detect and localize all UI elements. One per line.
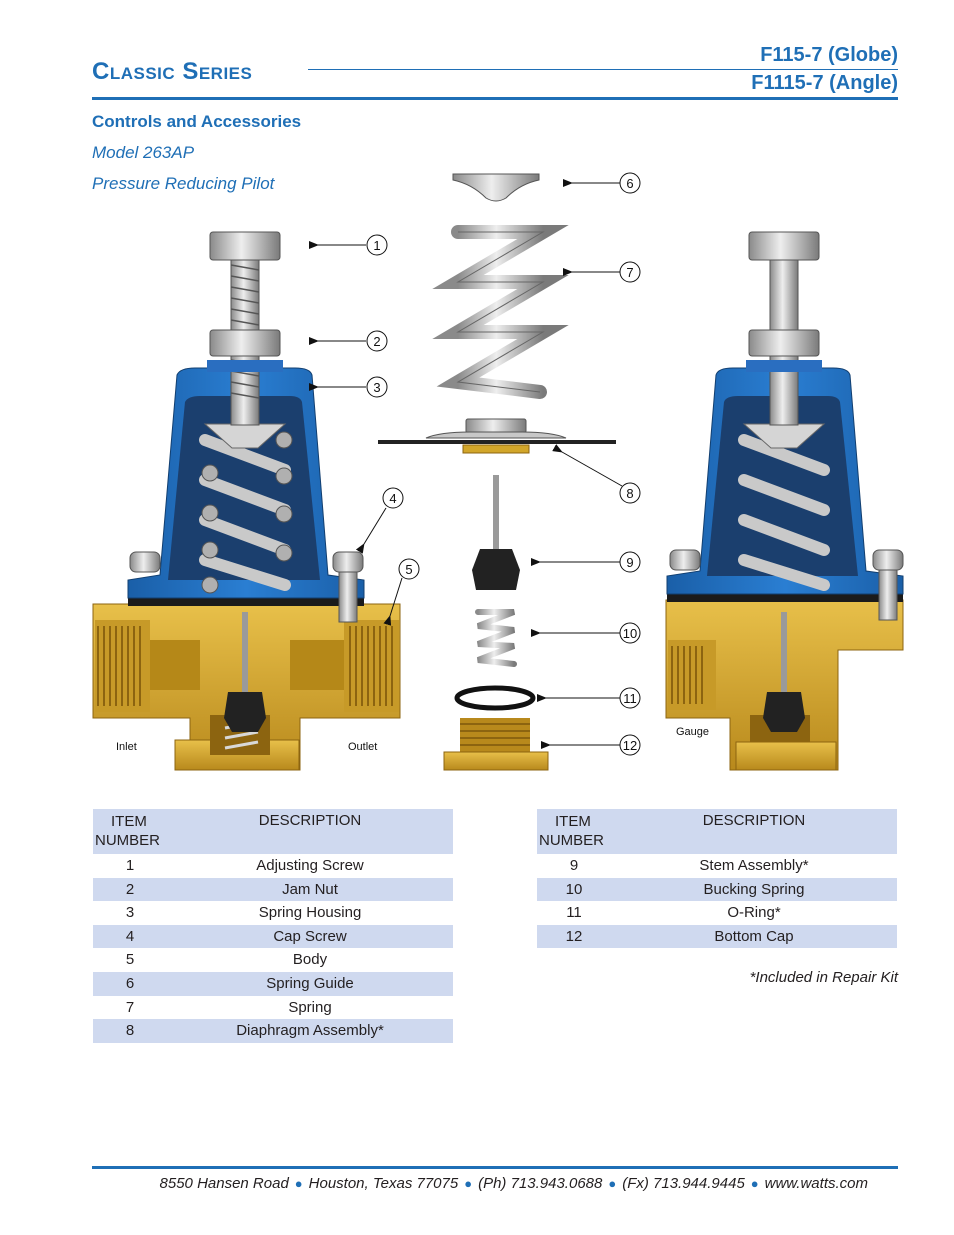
item-number-cell: 8	[93, 1019, 167, 1043]
callout-3: 3	[373, 380, 380, 395]
table-row: 11 O-Ring*	[537, 901, 897, 925]
callout-circle	[366, 376, 388, 398]
repair-kit-note: *Included in Repair Kit	[749, 969, 898, 986]
description-cell: Spring Housing	[258, 904, 362, 922]
callout-8: 8	[626, 486, 633, 501]
description-cell: Adjusting Screw	[256, 857, 364, 874]
description-cell: Cap Screw	[167, 924, 453, 949]
description-cell: Jam Nut	[167, 877, 453, 902]
callout-2: 2	[373, 334, 380, 349]
callout-circle	[382, 487, 404, 509]
bullet-icon: ●	[608, 1176, 617, 1191]
callout-10: 10	[623, 626, 637, 641]
item-number-cell: 10	[537, 877, 611, 902]
inlet-label: Inlet	[116, 741, 137, 753]
callout-9: 9	[626, 555, 633, 570]
callout-leaders	[309, 179, 623, 749]
globe-pilot-illustration	[92, 231, 401, 771]
callout-circle	[619, 172, 641, 194]
callout-circle	[619, 551, 641, 573]
parts-table-left: ITEM NUMBER DESCRIPTION 1 Adjusting Screw…	[93, 809, 453, 1043]
callout-circle	[619, 734, 641, 756]
table-row: 9 Stem Assembly*	[537, 854, 897, 878]
footer-address: 8550 Hansen Road	[159, 1175, 289, 1192]
exploded-parts-diagram: 1 2 3 4 5 6 7 8 9 10 11 12 Inlet Outlet …	[92, 172, 904, 771]
item-number-cell: 7	[125, 998, 135, 1016]
item-number-cell: 6	[93, 971, 167, 996]
callout-4: 4	[389, 491, 396, 506]
description-cell: Spring Guide	[167, 971, 453, 996]
table-row: 5 Body	[93, 948, 453, 972]
table-row: 1 Adjusting Screw	[93, 854, 453, 878]
header-number-line: NUMBER	[95, 832, 161, 849]
angle-pilot-illustration	[665, 231, 904, 771]
table-row: 3 Spring Housing	[93, 901, 453, 925]
gauge-label: Gauge	[676, 726, 709, 738]
bullet-icon: ●	[464, 1176, 473, 1191]
header-rule	[308, 69, 898, 70]
model-number: Model 263AP	[92, 143, 195, 162]
column-header-description: DESCRIPTION	[611, 809, 897, 854]
header-item-line: ITEM	[111, 813, 147, 830]
header-number-line: NUMBER	[539, 832, 605, 849]
footer-contact: 8550 Hansen Road ● Houston, Texas 77075 ● (P…	[160, 1175, 868, 1192]
model-angle-title: F1115-7 (Angle)	[751, 72, 898, 94]
column-header-item-number: ITEM NUMBER	[93, 809, 167, 854]
bullet-icon: ●	[750, 1176, 759, 1191]
item-number-cell: 1	[125, 857, 135, 874]
description-cell: O-Ring*	[727, 904, 781, 922]
callout-circle	[366, 330, 388, 352]
description-cell: Body	[292, 951, 328, 969]
item-number-cell: 11	[566, 904, 582, 922]
description-cell: Diaphragm Assembly*	[167, 1019, 453, 1043]
outlet-label: Outlet	[348, 741, 377, 753]
header-divider	[92, 97, 898, 100]
footer-city: Houston, Texas 77075	[308, 1175, 459, 1192]
item-number-cell: 3	[125, 904, 135, 922]
exploded-parts	[378, 173, 616, 771]
series-title: Classic Series	[92, 58, 253, 85]
callout-7: 7	[626, 265, 633, 280]
column-header-description: DESCRIPTION	[167, 809, 453, 854]
description-cell: Bottom Cap	[611, 924, 897, 949]
section-heading: Controls and Accessories	[92, 112, 302, 131]
callout-circle	[619, 261, 641, 283]
bullet-icon: ●	[294, 1176, 303, 1191]
model-globe-title: F115-7 (Globe)	[760, 44, 898, 66]
header-item-line: ITEM	[555, 813, 591, 830]
footer-fax: (Fx) 713.944.9445	[622, 1175, 745, 1192]
callout-circle	[398, 558, 420, 580]
callout-circle	[619, 687, 641, 709]
model-description: Pressure Reducing Pilot	[92, 174, 275, 193]
callout-12: 12	[623, 738, 637, 753]
callout-1: 1	[373, 238, 380, 253]
description-cell: Bucking Spring	[611, 877, 897, 902]
description-cell: Spring	[288, 998, 332, 1016]
table-row: 7 Spring	[93, 996, 453, 1020]
callout-circle	[366, 234, 388, 256]
callout-circle	[619, 622, 641, 644]
footer-phone: (Ph) 713.943.0688	[478, 1175, 603, 1192]
item-number-cell: 5	[125, 951, 135, 969]
callout-circle	[619, 482, 641, 504]
callout-5: 5	[405, 562, 412, 577]
callout-6: 6	[626, 176, 633, 191]
item-number-cell: 4	[93, 924, 167, 949]
item-number-cell: 9	[569, 857, 579, 874]
item-number-cell: 2	[93, 877, 167, 902]
parts-table-right: ITEM NUMBER DESCRIPTION 9 Stem Assembly* 1…	[537, 809, 897, 949]
item-number-cell: 12	[537, 924, 611, 949]
column-header-item-number: ITEM NUMBER	[537, 809, 611, 854]
footer-divider	[92, 1166, 898, 1169]
description-cell: Stem Assembly*	[699, 857, 809, 874]
callout-11: 11	[623, 691, 637, 706]
footer-web-link[interactable]: www.watts.com	[764, 1175, 868, 1192]
